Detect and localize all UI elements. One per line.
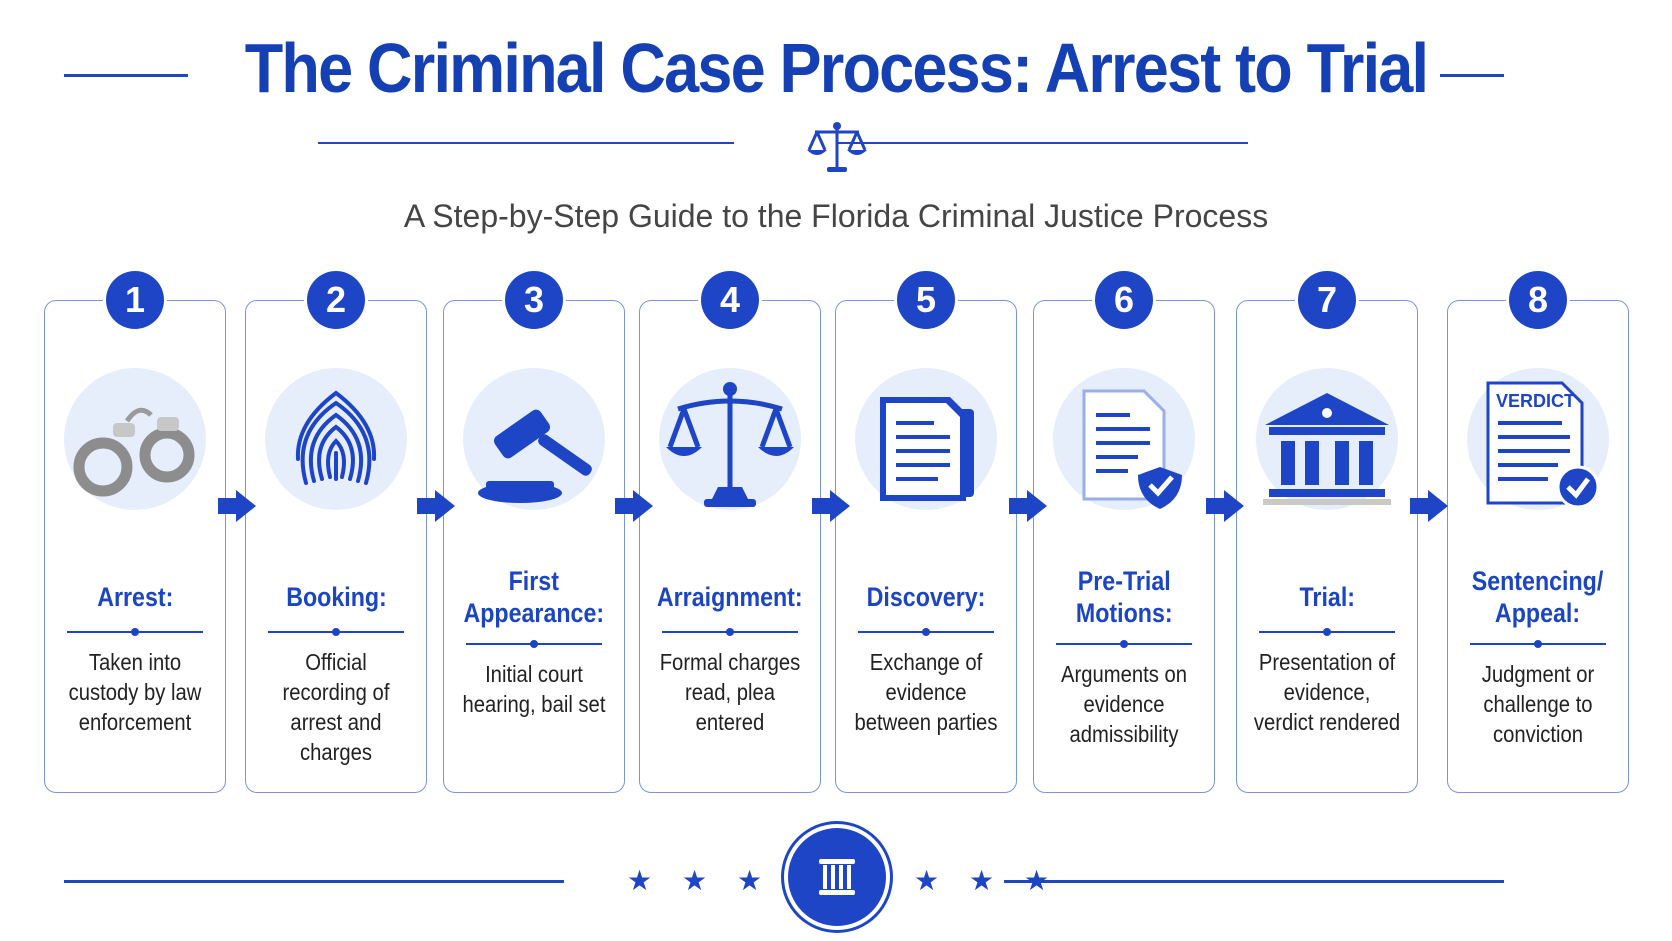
step-divider <box>858 628 994 636</box>
step-description: Taken into custody by law enforcement <box>68 649 202 735</box>
step-number-badge: 2 <box>307 271 365 329</box>
step-number-badge: 5 <box>897 271 955 329</box>
star-icon: ★ <box>1024 865 1050 896</box>
step-divider <box>466 640 602 648</box>
step-arrow-icon <box>1206 490 1244 522</box>
star-icon: ★ <box>737 865 763 896</box>
star-icon: ★ <box>914 865 940 896</box>
step-description: Exchange of evidence between parties <box>854 649 998 735</box>
ornament-rule-left <box>318 142 734 144</box>
step-label: Pre-Trial Motions: <box>1075 566 1173 628</box>
step-description: Formal charges read, plea entered <box>659 649 801 735</box>
step-card: 3 First Appearance: Initial court hearin… <box>443 271 625 793</box>
step-label: Sentencing/ Appeal: <box>1472 566 1604 628</box>
step-card: 6 Pre-Trial Motions: Arguments on eviden… <box>1033 271 1215 793</box>
step-description: Presentation of evidence, verdict render… <box>1253 649 1401 735</box>
step-card: 2 Booking: Official recording of arrest … <box>245 271 427 793</box>
scales-of-justice-icon <box>807 122 867 172</box>
step-card: 5 Discovery: Exchange of evidence betwee… <box>835 271 1017 793</box>
page-title: The Criminal Case Process: Arrest to Tri… <box>244 29 1429 107</box>
step-arrow-icon <box>1009 490 1047 522</box>
step-label: First Appearance: <box>463 566 605 628</box>
step-number-badge: 4 <box>701 271 759 329</box>
step-card: 4 Arraignment: Formal charge <box>639 271 821 793</box>
ornament-rule-right <box>836 142 1248 144</box>
step-label: Trial: <box>1299 582 1355 612</box>
step-divider <box>1056 640 1192 648</box>
step-card: 8 VERDICT Sentencing/ Appeal: Judgment o… <box>1447 271 1629 793</box>
title-rule-right <box>1440 74 1504 77</box>
step-label: Arraignment: <box>657 582 803 612</box>
footer-rule-left <box>64 880 564 883</box>
step-label: Booking: <box>285 582 387 612</box>
step-description: Official recording of arrest and charges <box>282 649 390 765</box>
step-arrow-icon <box>615 490 653 522</box>
verdict-label: VERDICT <box>1496 391 1575 411</box>
step-description: Judgment or challenge to conviction <box>1481 661 1595 747</box>
step-number-badge: 8 <box>1509 271 1567 329</box>
icon-halo <box>1256 368 1398 510</box>
footer-rule-right <box>1004 880 1504 883</box>
step-description: Arguments on evidence admissibility <box>1060 661 1188 747</box>
star-icon: ★ <box>627 865 653 896</box>
step-arrow-icon <box>218 490 256 522</box>
star-icon: ★ <box>682 865 708 896</box>
step-arrow-icon <box>417 490 455 522</box>
step-divider <box>67 628 203 636</box>
step-number-badge: 7 <box>1298 271 1356 329</box>
title-rule-left <box>64 74 188 77</box>
page-subtitle: A Step-by-Step Guide to the Florida Crim… <box>403 198 1269 234</box>
step-card: 1 Arrest: Taken into custody by law enfo… <box>44 271 226 793</box>
step-label: Discovery: <box>866 582 986 612</box>
step-arrow-icon <box>812 490 850 522</box>
step-divider <box>1470 640 1606 648</box>
pillar-icon <box>819 859 855 895</box>
step-card: 7 Trial: Presentation of evidence, verdi… <box>1236 271 1418 793</box>
step-arrow-icon <box>1410 490 1448 522</box>
step-divider <box>662 628 798 636</box>
step-number-badge: 3 <box>505 271 563 329</box>
step-divider <box>268 628 404 636</box>
step-description: Initial court hearing, bail set <box>462 661 606 717</box>
star-icon: ★ <box>969 865 995 896</box>
step-number-badge: 6 <box>1095 271 1153 329</box>
pillar-emblem <box>788 828 886 926</box>
step-label: Arrest: <box>96 582 174 612</box>
step-divider <box>1259 628 1395 636</box>
step-number-badge: 1 <box>106 271 164 329</box>
